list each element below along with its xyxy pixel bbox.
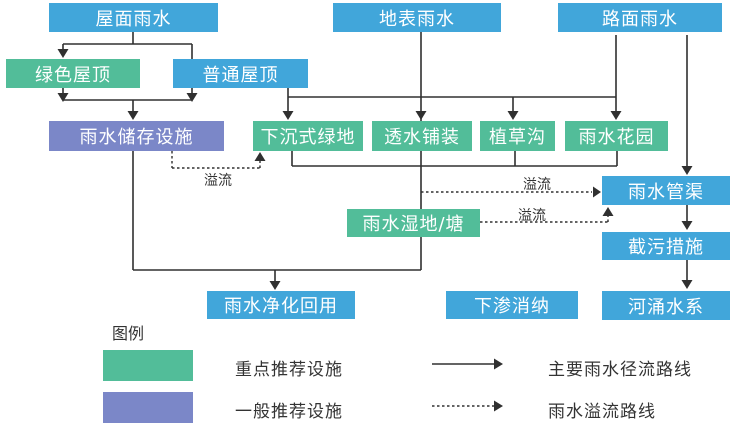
- legend-swatch-general-facility: [103, 392, 193, 423]
- overflow-label-2: 溢流: [523, 177, 551, 193]
- node-pipe-channel: 雨水管渠: [602, 176, 730, 205]
- main-runoff-lines: [62, 32, 688, 365]
- node-purify-reuse: 雨水净化回用: [207, 291, 355, 319]
- legend-label-main-runoff-line: 主要雨水径流路线: [548, 360, 692, 380]
- node-grass-swale: 植草沟: [480, 121, 555, 151]
- node-river-system: 河涌水系: [602, 291, 730, 320]
- node-surface-rain: 地表雨水: [333, 3, 501, 32]
- node-interception: 截污措施: [602, 232, 730, 260]
- legend-label-overflow-line: 雨水溢流路线: [548, 402, 656, 422]
- node-permeable-paving: 透水铺装: [372, 121, 472, 151]
- legend-swatch-key-facility: [103, 350, 193, 381]
- node-wetland-pond: 雨水湿地/塘: [347, 209, 480, 237]
- node-sunken-green: 下沉式绿地: [253, 121, 363, 151]
- overflow-label-1: 溢流: [204, 173, 232, 189]
- node-storage-facility: 雨水储存设施: [49, 121, 224, 151]
- node-infiltration: 下渗消纳: [446, 291, 578, 319]
- node-rain-garden: 雨水花园: [565, 121, 668, 151]
- arrowheads: [57, 49, 693, 412]
- overflow-dashed-lines: [171, 151, 609, 407]
- legend-label-general-facility: 一般推荐设施: [235, 402, 343, 422]
- overflow-label-3: 溢流: [518, 208, 546, 224]
- legend-title: 图例: [112, 324, 145, 343]
- node-green-roof: 绿色屋顶: [6, 59, 140, 88]
- node-normal-roof: 普通屋顶: [173, 59, 308, 88]
- legend-label-key-facility: 重点推荐设施: [235, 360, 343, 380]
- node-roof-rain: 屋面雨水: [49, 3, 218, 32]
- node-road-rain: 路面雨水: [558, 3, 722, 32]
